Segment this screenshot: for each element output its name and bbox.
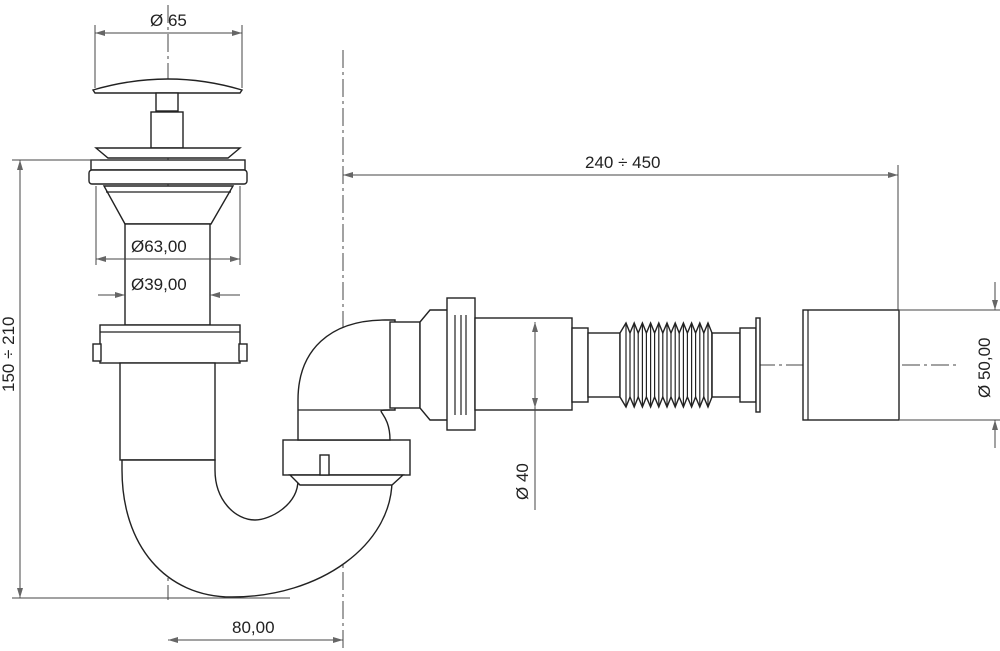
length-range-label: 240 ÷ 450 [585,153,661,172]
connector-diameter-label: Ø 50,00 [975,338,994,399]
drain-flange [88,147,248,225]
elbow [297,319,396,441]
outlet-pipe [389,297,621,431]
trap-nut [92,324,248,364]
cap-diameter-label: Ø 65 [150,11,187,30]
dimension-height: 150 ÷ 210 [0,159,290,599]
dimension-cap: Ø 65 [94,11,243,88]
outlet-diameter-label: Ø 40 [513,463,532,500]
dimension-connector: Ø 50,00 [900,282,1000,448]
hose-end [711,309,900,421]
tube-diameter-label: Ø39,00 [131,275,187,294]
flange-diameter-label: Ø63,00 [131,237,187,256]
dimension-outlet: Ø 40 [513,322,538,510]
dimension-tube: Ø39,00 [98,275,240,298]
trap-leg [119,362,216,461]
u-bend [121,459,393,598]
drain-tube [124,223,211,326]
pop-up-cap [91,78,244,149]
dimension-offset: 80,00 [168,618,343,643]
offset-label: 80,00 [232,618,275,637]
union-nut [282,439,411,486]
dimension-length: 240 ÷ 450 [343,153,899,310]
height-range-label: 150 ÷ 210 [0,316,18,392]
dimension-flange: Ø63,00 [95,186,241,265]
